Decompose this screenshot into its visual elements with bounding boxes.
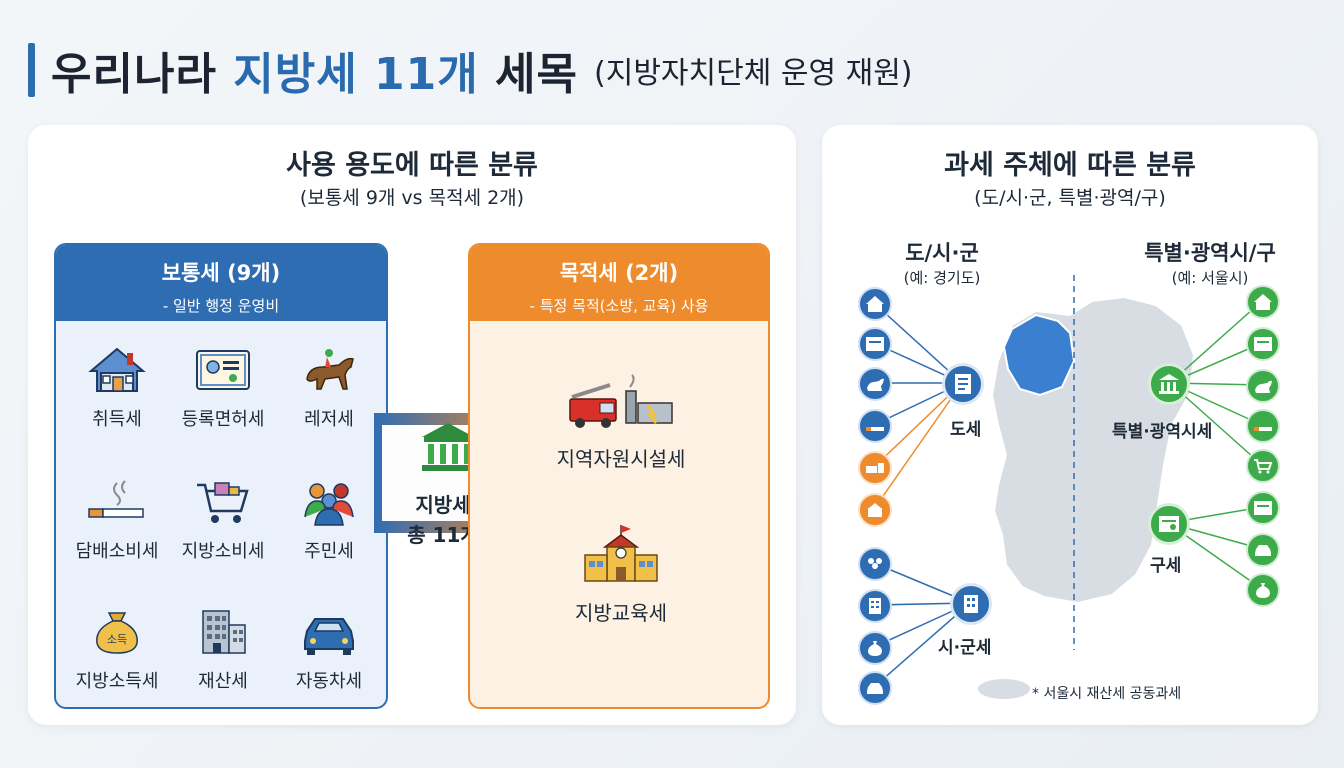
tax-item-label: 등록면허세 [181, 409, 265, 430]
tax-item-local-consumption: 지방소비세 [168, 477, 278, 563]
title-suffix: 세목 [495, 49, 579, 100]
fire-truck-plant-icon [858, 451, 892, 485]
tax-item-label: 지역자원시설세 [556, 447, 686, 471]
total-tax-line2: 총 11개 [407, 523, 479, 547]
province-city-example: (예: 경기도) [903, 269, 981, 287]
general-tax-header: 보통세 (9개) - 일반 행정 운영비 [56, 245, 386, 321]
horse-racing-icon [1246, 369, 1280, 403]
license-certificate-icon [1246, 327, 1280, 361]
metro-tax-label: 특별·광역시세 [1112, 422, 1213, 442]
car-icon [304, 618, 354, 655]
gu-tax-hub-icon [1148, 503, 1190, 545]
tax-item-registration-license: 등록면허세 [168, 345, 278, 431]
car-icon [1246, 533, 1280, 567]
cigarette-icon [858, 409, 892, 443]
province-city-header: 도/시·군 [905, 241, 979, 265]
korea-map-diagram [873, 275, 1263, 699]
school-icon [858, 493, 892, 527]
title-main: 우리나라 지방세 11개 세목 [51, 38, 578, 102]
tax-item-label: 지방소비세 [181, 541, 265, 562]
gu-tax-label: 구세 [1150, 556, 1182, 576]
income-money-bag-icon: 소득 [96, 612, 138, 654]
horse-racing-icon [858, 367, 892, 401]
metro-district-example: (예: 서울시) [1171, 269, 1249, 287]
house-icon [1246, 285, 1280, 319]
tax-item-label: 지방교육세 [575, 601, 667, 625]
gyeonggi-region [1002, 313, 1076, 397]
shopping-cart-icon [197, 482, 249, 523]
svg-text:소득: 소득 [107, 633, 127, 646]
title-subtitle: (지방자치단체 운영 재원) [594, 56, 913, 91]
tax-item-label: 자동차세 [295, 671, 363, 692]
school-icon [584, 525, 658, 582]
purpose-tax-desc: - 특정 목적(소방, 교육) 사용 [529, 297, 709, 315]
metro-district-header: 특별·광역시/구 [1144, 241, 1276, 265]
house-icon [858, 287, 892, 321]
license-certificate-icon [196, 350, 250, 390]
tax-item-label: 주민세 [304, 541, 354, 562]
purpose-tax-box: 목적세 (2개) - 특정 목적(소방, 교육) 사용 지역자원시설세 [468, 243, 770, 709]
metro-tax-hub-icon [1148, 363, 1190, 405]
tax-item-leisure: 레저세 [274, 345, 384, 431]
tax-item-label: 담배소비세 [75, 541, 159, 562]
usage-classification-panel: 사용 용도에 따른 분류 (보통세 9개 vs 목적세 2개) 보통세 (9개)… [28, 125, 796, 725]
title-accent-bar [28, 43, 35, 97]
si-gun-tax-hub-icon [950, 583, 992, 625]
usage-panel-title: 사용 용도에 따른 분류 [286, 150, 538, 181]
building-property-icon [858, 589, 892, 623]
title-highlight: 지방세 11개 [233, 49, 479, 100]
general-tax-desc: - 일반 행정 운영비 [162, 297, 280, 315]
tax-item-label: 레저세 [304, 409, 354, 430]
taxing-authority-panel: 과세 주체에 따른 분류 (도/시·군, 특별·광역/구) 도/시·군 (예: … [822, 125, 1318, 725]
seoul-property-tax-note: * 서울시 재산세 공동과세 [1032, 686, 1182, 702]
tax-item-vehicle: 자동차세 [274, 607, 384, 693]
authority-panel-title: 과세 주체에 따른 분류 [944, 150, 1196, 181]
house-icon [88, 347, 146, 392]
tax-item-resident: 주민세 [274, 477, 384, 563]
usage-panel-subtitle: (보통세 9개 vs 목적세 2개) [299, 187, 525, 209]
tax-item-label: 재산세 [198, 671, 248, 692]
tax-item-local-education: 지방교육세 [470, 523, 768, 626]
license-certificate-icon [858, 327, 892, 361]
shopping-cart-icon [1246, 449, 1280, 483]
cigarette-icon [1246, 409, 1280, 443]
tax-item-regional-resource: 지역자원시설세 [470, 373, 768, 472]
tax-item-label: 지방소득세 [75, 671, 159, 692]
page-title: 우리나라 지방세 11개 세목 (지방자치단체 운영 재원) [28, 38, 913, 102]
tax-item-label: 취득세 [92, 409, 142, 430]
title-prefix: 우리나라 [51, 49, 217, 100]
government-building-icon [422, 423, 474, 471]
si-gun-tax-label: 시·군세 [938, 638, 992, 658]
general-tax-box: 보통세 (9개) - 일반 행정 운영비 취득세 [54, 243, 388, 709]
residents-group-icon [304, 483, 354, 526]
total-tax-line1: 지방세 [415, 493, 471, 517]
purpose-tax-header: 목적세 (2개) - 특정 목적(소방, 교육) 사용 [470, 245, 768, 321]
purpose-tax-title: 목적세 (2개) [559, 261, 679, 285]
general-tax-title: 보통세 (9개) [161, 261, 281, 285]
authority-panel-subtitle: (도/시·군, 특별·광역/구) [974, 187, 1166, 209]
income-money-bag-icon [1246, 573, 1280, 607]
horse-racing-icon [306, 349, 354, 390]
do-tax-label: 도세 [950, 420, 982, 440]
tax-item-local-income: 소득 지방소득세 [62, 607, 172, 693]
tax-item-property: 재산세 [168, 607, 278, 693]
do-tax-hub-icon [942, 363, 984, 405]
jeju-island [978, 679, 1030, 699]
total-tax-label: 지방세 총 11개 [388, 490, 498, 550]
cigarette-icon [88, 480, 144, 518]
tax-item-acquisition: 취득세 [62, 345, 172, 431]
tax-item-tobacco: 담배소비세 [62, 477, 172, 563]
residents-group-icon [858, 547, 892, 581]
car-icon [858, 671, 892, 705]
building-property-icon [202, 610, 246, 654]
fire-truck-plant-icon [569, 374, 673, 428]
income-money-bag-icon [858, 631, 892, 665]
license-certificate-icon [1246, 491, 1280, 525]
